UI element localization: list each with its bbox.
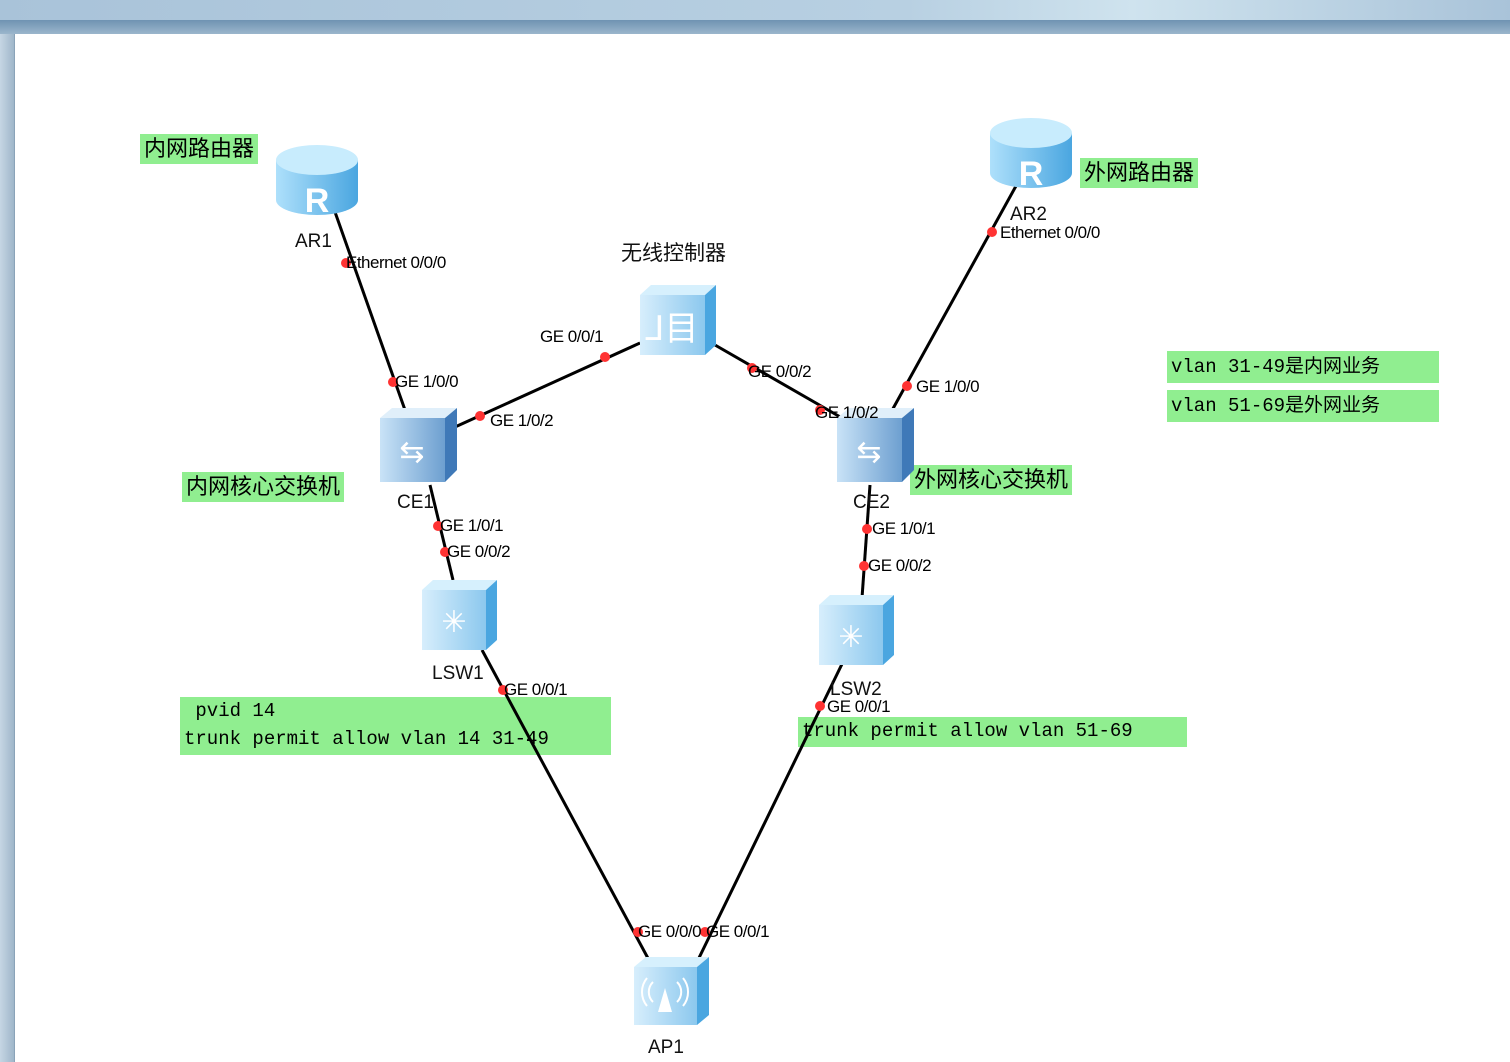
port-label: GE 0/0/0 [638,922,702,941]
note-lsw1-pvid: pvid 14 [184,700,276,722]
router-icon-ar1[interactable]: R [276,145,358,220]
port-label: GE 1/0/0 [916,377,980,396]
svg-text:⅃目: ⅃目 [646,309,699,349]
port-label: GE 1/0/0 [395,372,459,391]
device-label-lsw1: LSW1 [432,663,484,684]
left-panel-edge[interactable] [0,34,15,1062]
port-label: GE 0/0/1 [504,680,568,699]
port-dot [440,547,450,557]
link-ce2-lsw2[interactable] [860,484,872,599]
port-label: Ethernet 0/0/0 [1000,223,1100,242]
window-title-bar [0,0,1510,20]
note-inner-router[interactable]: 内网路由器 [140,134,259,164]
svg-text:R: R [305,182,330,220]
note-lsw1-trunk: trunk permit allow vlan 14 31-49 [184,728,549,750]
link-ce1-lsw1[interactable] [428,484,455,581]
device-label-ar2: AR2 [1010,204,1047,225]
note-lsw1-config[interactable]: pvid 14 trunk permit allow vlan 14 31-49 [180,697,611,755]
port-dot [859,561,869,571]
core-switch-icon-ce1[interactable]: ⇆ [380,408,457,482]
port-dot [862,524,872,534]
port-label: GE 0/0/1 [706,922,770,941]
port-dot [747,363,757,373]
port-dot [475,411,485,421]
port-dot [433,521,443,531]
port-label: GE 0/0/2 [447,542,511,561]
note-vlan-inner[interactable]: vlan 31-49是内网业务 [1167,351,1439,383]
switch-icon-lsw1[interactable]: ✳ [422,580,497,650]
switch-icon-lsw2[interactable]: ✳ [819,595,894,665]
toolbar-strip [0,20,1510,34]
access-point-icon-ap1[interactable] [634,957,709,1025]
device-label-ap1: AP1 [648,1037,684,1058]
port-label: GE 1/0/1 [440,516,504,535]
port-label: GE 0/0/1 [540,327,604,346]
note-inner-core-switch[interactable]: 内网核心交换机 [182,472,345,502]
wireless-controller-icon[interactable]: ⅃目 [640,285,716,355]
port-label: GE 0/0/2 [748,362,812,381]
link-ar2-ce2[interactable] [888,185,1018,415]
port-dot [815,701,825,711]
svg-text:R: R [1019,155,1044,193]
port-dot [600,352,610,362]
svg-text:✳: ✳ [838,621,863,654]
link-ar1-ce1[interactable] [333,211,407,411]
port-dot [700,927,710,937]
core-switch-icon-ce2[interactable]: ⇆ [837,408,914,482]
port-label: GE 1/0/1 [872,519,936,538]
link-lsw2-ap1[interactable] [695,663,844,963]
port-label: GE 0/0/1 [827,697,891,716]
port-dot [815,405,825,415]
router-icon-ar2[interactable]: R [990,118,1072,193]
svg-text:⇆: ⇆ [399,436,424,469]
link-lsw1-ap1[interactable] [480,649,652,963]
port-label: GE 0/0/2 [868,556,932,575]
port-label: GE 1/0/2 [815,403,879,422]
device-label-lsw2: LSW2 [830,679,882,700]
port-label: Ethernet 0/0/0 [346,253,446,272]
svg-text:✳: ✳ [441,606,466,639]
note-outer-core-switch[interactable]: 外网核心交换机 [910,465,1073,495]
port-label: GE 1/0/2 [490,411,554,430]
note-outer-router[interactable]: 外网路由器 [1080,158,1199,188]
port-dot [341,258,351,268]
device-label-ce1: CE1 [397,492,434,513]
port-dot [388,377,398,387]
device-label-ac: 无线控制器 [621,242,726,265]
svg-text:⇆: ⇆ [856,436,881,469]
note-lsw2-trunk[interactable]: trunk permit allow vlan 51-69 [798,717,1187,747]
note-vlan-outer[interactable]: vlan 51-69是外网业务 [1167,390,1439,422]
topology-canvas[interactable] [15,34,1510,1062]
port-dot [987,227,997,237]
port-dot [633,927,643,937]
port-dot [902,381,912,391]
device-label-ar1: AR1 [295,231,332,252]
device-label-ce2: CE2 [853,492,890,513]
port-dot [498,685,508,695]
